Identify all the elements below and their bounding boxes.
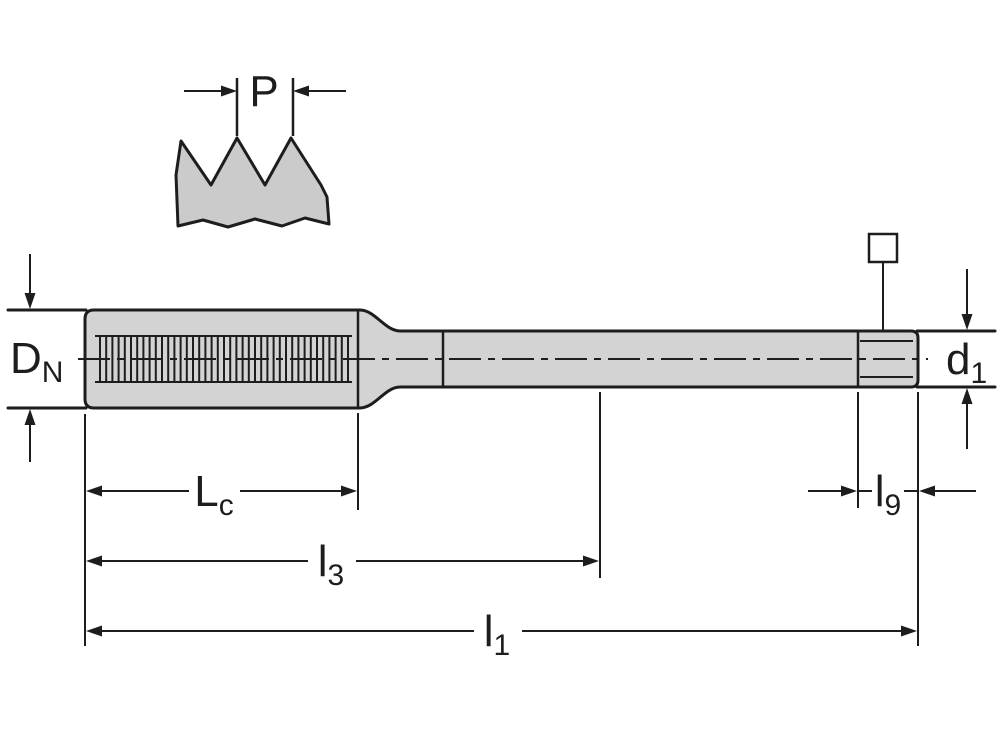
square-drive-callout (867, 232, 899, 332)
pitch-label: P (249, 67, 278, 116)
extension-lines (84, 392, 919, 646)
dn-label: DN (10, 334, 63, 389)
l1-label: l1 (484, 607, 510, 662)
l9-dimension: l9 (808, 467, 976, 522)
lc-label: Lc (194, 467, 233, 522)
l1-dimension: l1 (86, 607, 917, 662)
pitch-arrow-left-head (221, 85, 237, 97)
pitch-arrow-right-head (293, 85, 309, 97)
l1-arrow-right (901, 625, 917, 637)
square-symbol-icon (867, 232, 899, 264)
thread-hatching (99, 336, 349, 382)
d1-arrow-top-head (961, 314, 973, 330)
l9-label: l9 (875, 467, 901, 522)
l1-arrow-left (86, 625, 102, 637)
lc-arrow-left (86, 485, 102, 497)
lc-arrow-right (341, 485, 357, 497)
l9-arrow-left-head (841, 485, 857, 497)
dn-dimension: DN (6, 254, 88, 462)
l3-arrow-right (583, 555, 599, 567)
lc-dimension: Lc (86, 467, 357, 522)
l3-label: l3 (318, 537, 344, 592)
thread-profile-detail: P (174, 67, 346, 229)
l9-arrow-right-head (919, 485, 935, 497)
dn-arrow-bottom-head (24, 409, 36, 425)
d1-dimension: d1 (915, 269, 997, 449)
l3-arrow-left (86, 555, 102, 567)
thread-profile-shape (174, 136, 331, 229)
d1-arrow-bottom-head (961, 388, 973, 404)
tap-body (78, 308, 928, 410)
d1-label: d1 (946, 335, 987, 390)
tap-silhouette (83, 308, 920, 410)
dn-arrow-top-head (24, 293, 36, 309)
l3-dimension: l3 (86, 537, 599, 592)
